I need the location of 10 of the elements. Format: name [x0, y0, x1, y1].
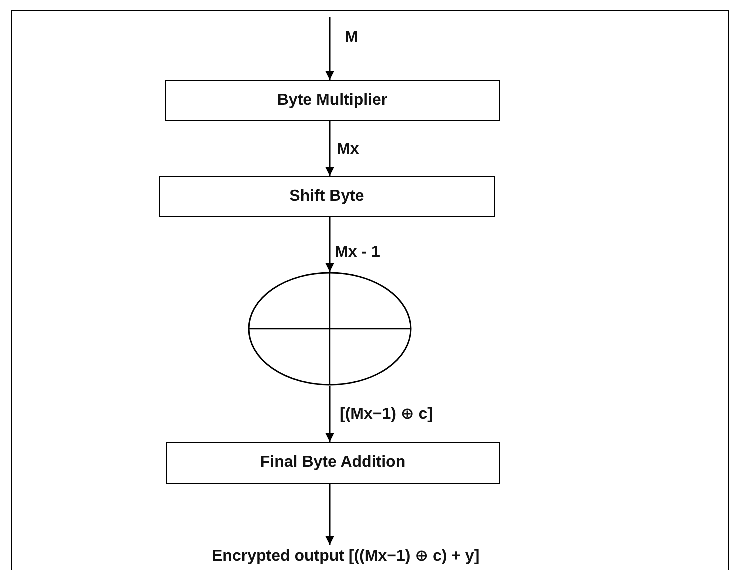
process-box: Final Byte Addition [166, 442, 500, 484]
arrow [326, 217, 334, 272]
arrow [326, 17, 334, 80]
output-label: Encrypted output [((Mx−1) ⊕ c) + y] [212, 545, 480, 567]
arrow [326, 484, 334, 545]
process-box: Byte Multiplier [165, 80, 500, 121]
edge-label: [(Mx−1) ⊕ c] [340, 405, 433, 424]
arrow [326, 121, 334, 176]
arrow [326, 386, 334, 442]
process-box: Shift Byte [159, 176, 495, 217]
